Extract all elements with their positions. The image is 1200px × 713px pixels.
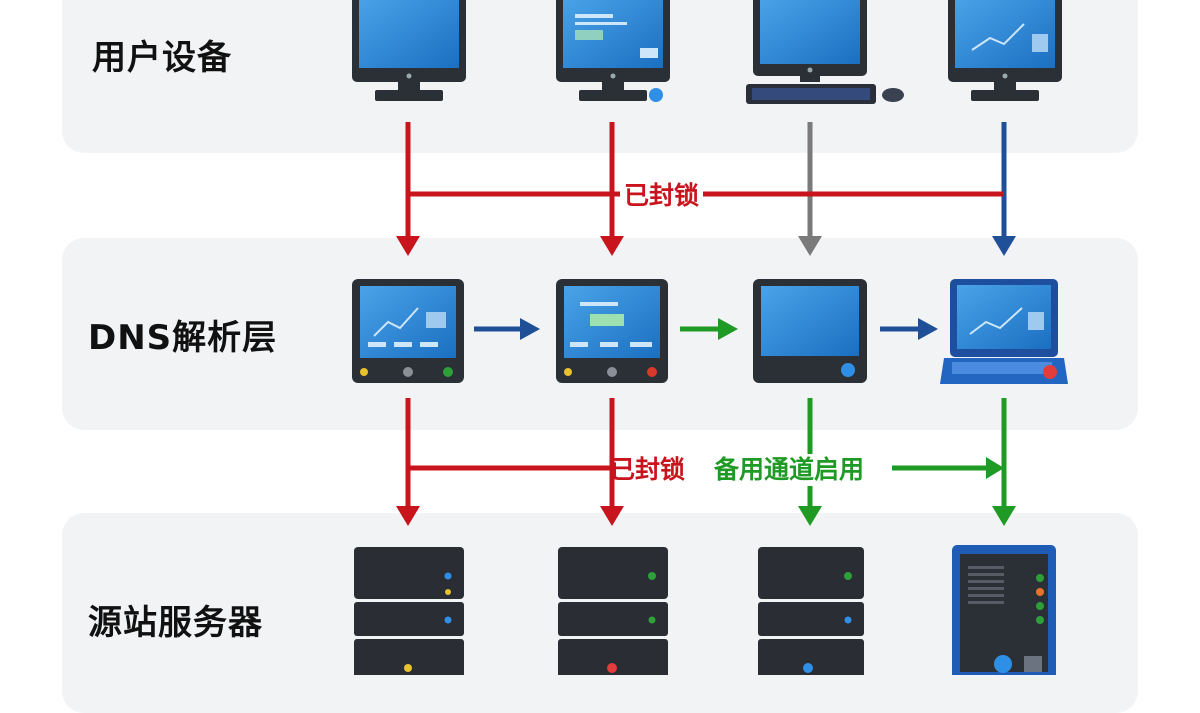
network-diagram [352, 0, 1068, 675]
arrow-dns1-origin1 [396, 398, 420, 526]
dns-terminal-icon [753, 279, 867, 383]
arrow-dns2-dns3 [680, 318, 738, 340]
server-tower-icon [952, 545, 1056, 675]
origin-server-2 [558, 547, 668, 675]
layer-label-user-devices: 用户设备 [92, 38, 232, 78]
dns-node-3 [753, 279, 867, 383]
backup-channel-arrow [892, 457, 1004, 479]
dns-terminal-icon [352, 279, 464, 383]
arrow-user2-dns2 [600, 122, 624, 256]
arrow-dns1-dns2 [474, 318, 540, 340]
status-blocked-top: 已封锁 [620, 180, 704, 212]
dns-node-2 [556, 279, 668, 383]
arrow-dns3-dns4 [880, 318, 938, 340]
user-device-4 [948, 0, 1062, 101]
dns-terminal-icon [556, 279, 668, 383]
desktop-monitor-icon [556, 0, 670, 102]
origin-server-3 [758, 547, 864, 675]
arrow-dns2-origin2 [600, 398, 624, 526]
dns-node-1 [352, 279, 464, 383]
origin-server-4 [952, 545, 1056, 675]
user-device-2 [556, 0, 670, 102]
arrow-user4-dns4 [992, 122, 1016, 256]
layer-label-dns: DNS解析层 [88, 318, 278, 358]
arrow-user3-dns3 [798, 122, 822, 256]
server-rack-icon [558, 547, 668, 675]
status-blocked-bottom: 已封锁 [610, 455, 686, 484]
origin-server-1 [354, 547, 464, 675]
dns-node-4 [940, 279, 1068, 384]
dns-laptop-icon [940, 279, 1068, 384]
desktop-monitor-icon [948, 0, 1062, 101]
server-rack-icon [354, 547, 464, 675]
dns-horizontal-arrows [474, 318, 938, 340]
desktop-monitor-icon [352, 0, 466, 101]
arrow-dns4-origin4 [992, 398, 1016, 526]
user-device-3 [746, 0, 904, 104]
laptop-keyboard-icon [746, 0, 904, 104]
server-rack-icon [758, 547, 864, 675]
user-device-1 [352, 0, 466, 101]
dns-to-origin-arrows [396, 398, 1016, 526]
user-to-dns-arrows [396, 122, 1016, 256]
status-backup-channel: 备用通道启用 [710, 454, 869, 486]
arrow-user1-dns1 [396, 122, 420, 256]
layer-label-origin-servers: 源站服务器 [88, 603, 263, 643]
